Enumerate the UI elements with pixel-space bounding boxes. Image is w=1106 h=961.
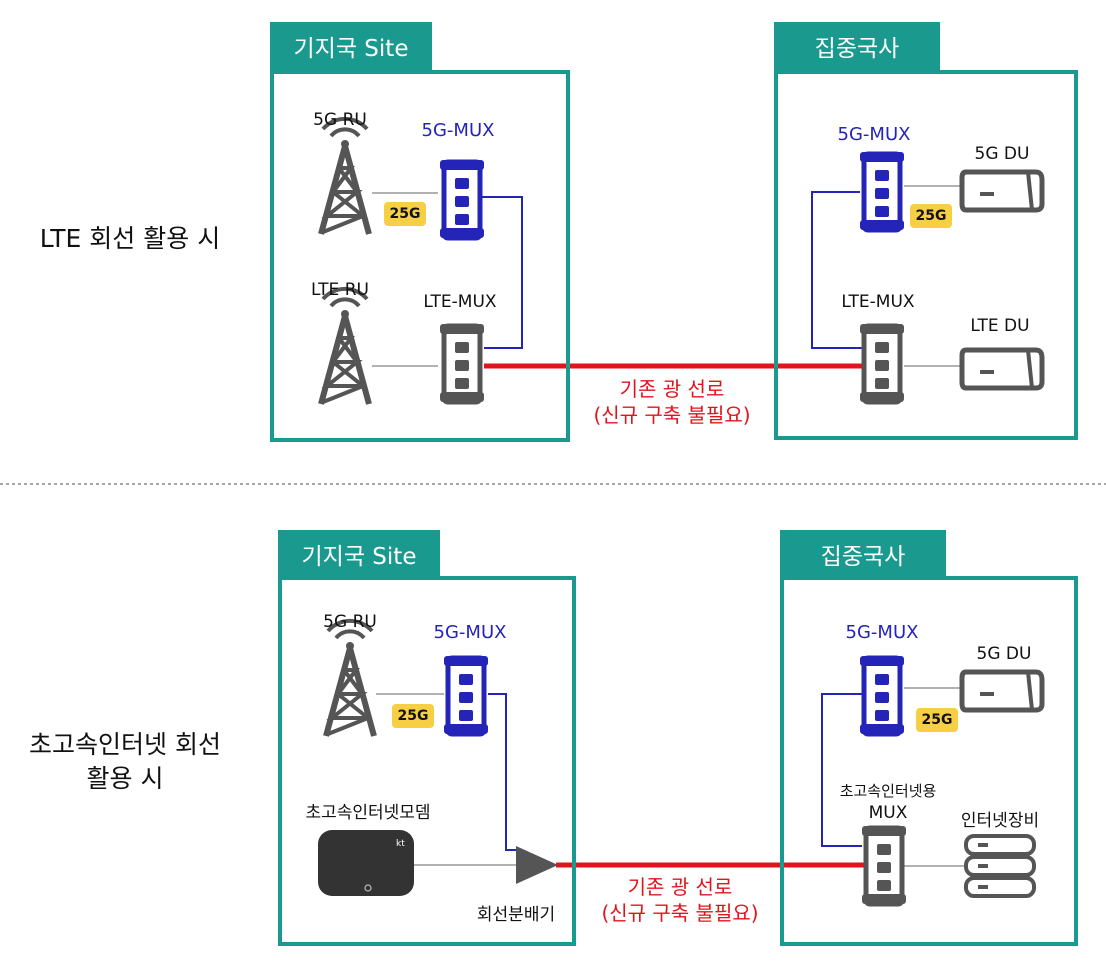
- top-5g-du-label: 5G DU: [974, 144, 1030, 164]
- modem-icon: [318, 830, 414, 896]
- bottom-site-box: [278, 576, 576, 946]
- top-central-box: [774, 70, 1078, 440]
- top-fiber-label: 기존 광 선로 (신규 구축 불필요): [593, 376, 750, 428]
- top-site-lte-mux-label: LTE-MUX: [423, 292, 497, 312]
- internet-equipment-label: 인터넷장비: [960, 811, 1040, 831]
- bottom-central-blue-link: [821, 693, 862, 847]
- bottom-scenario-label: 초고속인터넷 회선 활용 시: [10, 728, 240, 796]
- modem-brand: kt: [396, 839, 405, 849]
- bottom-5g-du-label: 5G DU: [976, 644, 1032, 664]
- top-site-title: 기지국 Site: [270, 22, 432, 70]
- bottom-5g-ru-label: 5G RU: [323, 612, 377, 632]
- top-central-blue-link: [811, 191, 862, 349]
- modem-label: 초고속인터넷모뎀: [305, 803, 431, 823]
- top-fiber-label-line1: 기존 광 선로: [619, 377, 725, 401]
- bottom-site-title: 기지국 Site: [278, 530, 440, 578]
- top-scenario-label: LTE 회선 활용 시: [39, 224, 221, 253]
- bottom-central-box: [780, 576, 1078, 946]
- top-central-25g-badge: 25G: [910, 204, 952, 228]
- bottom-site-blue-link: [488, 693, 520, 851]
- bottom-central-25g-badge: 25G: [916, 708, 958, 732]
- bottom-site-5g-mux-label: 5G-MUX: [433, 622, 507, 643]
- internet-mux-label-line1: 초고속인터넷용: [839, 782, 937, 800]
- bottom-fiber-label-line1: 기존 광 선로: [627, 875, 733, 899]
- top-site-5g-mux-label: 5G-MUX: [421, 120, 495, 141]
- top-site-box: [270, 70, 570, 442]
- internet-equipment-icon: [964, 834, 1036, 898]
- top-central-title: 집중국사: [774, 22, 940, 70]
- top-lte-ru-label: LTE RU: [311, 280, 369, 300]
- top-site-25g-badge: 25G: [384, 202, 426, 226]
- splitter-icon: [516, 846, 558, 884]
- bottom-fiber-label-line2: (신규 구축 불필요): [601, 901, 759, 925]
- bottom-scenario-label-line2: 활용 시: [86, 764, 164, 793]
- internet-mux-label-line2: MUX: [868, 803, 908, 823]
- top-fiber-label-line2: (신규 구축 불필요): [593, 403, 751, 427]
- top-central-lte-mux-label: LTE-MUX: [841, 292, 915, 312]
- top-lte-du-label: LTE DU: [970, 316, 1030, 336]
- bottom-central-5g-mux-label: 5G-MUX: [845, 622, 919, 643]
- splitter-label: 회선분배기: [476, 905, 556, 925]
- bottom-scenario-label-line1: 초고속인터넷 회선: [29, 730, 221, 759]
- top-central-5g-mux-label: 5G-MUX: [837, 124, 911, 145]
- bottom-central-title: 집중국사: [780, 530, 946, 578]
- internet-mux-label: 초고속인터넷용 MUX: [840, 780, 937, 824]
- bottom-site-25g-badge: 25G: [392, 704, 434, 728]
- bottom-fiber-label: 기존 광 선로 (신규 구축 불필요): [601, 874, 758, 926]
- top-5g-ru-label: 5G RU: [313, 110, 367, 130]
- top-site-blue-link: [482, 196, 523, 349]
